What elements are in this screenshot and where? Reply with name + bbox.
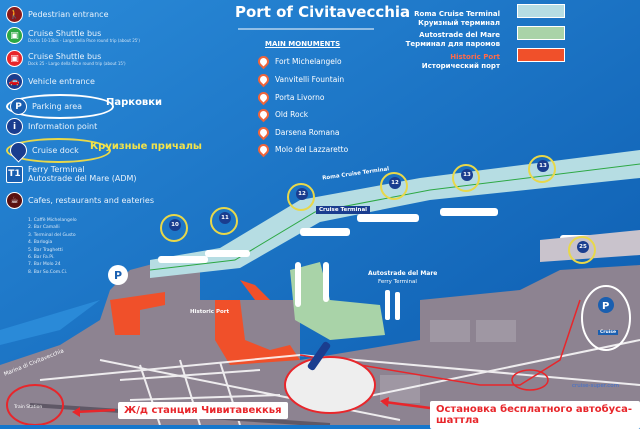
cruise-dock-note: Круизные причалы — [90, 141, 202, 152]
cruise-dock-11[interactable]: 11 — [210, 207, 238, 235]
parking-icon: P — [10, 98, 27, 115]
cruise-dock-12[interactable]: 12 — [287, 183, 315, 211]
autostrade-area — [290, 262, 385, 340]
pedestrian-icon: 🚶 — [6, 6, 23, 23]
monuments-heading: MAIN MONUMENTS — [265, 40, 341, 48]
cafe-item: 7. Bar Molo 24 — [28, 262, 61, 268]
historic-port-label: Historic Port — [190, 309, 230, 315]
ferry-terminal-label: Ferry Terminal — [378, 279, 417, 285]
cruise-dock-13b[interactable]: 13 — [528, 155, 556, 183]
train-station-label: Train Station — [14, 405, 43, 410]
monument-item: Fort Michelangelo — [255, 53, 342, 70]
roma-cruise-terminal-pier — [150, 150, 640, 278]
historic-port-area — [110, 280, 300, 365]
shuttle-stop-callout: Остановка бесплатного автобуса-шаттла — [430, 401, 640, 429]
legend-cafes: ☕Cafes, restaurants and eateries — [6, 192, 154, 209]
ferry-terminal-icon: T1 — [6, 165, 23, 183]
autostrade-swatch — [517, 26, 565, 40]
train-station-highlight — [6, 384, 64, 425]
watermark: cruise-super.com — [572, 383, 620, 389]
pin-icon — [255, 124, 272, 141]
monument-item: Vanvitelli Fountain — [255, 71, 344, 88]
cafe-item: 5. Bar Traghetti — [28, 247, 63, 253]
cafe-item: 8. Bar So.Com.Ci. — [28, 269, 68, 275]
pin-icon — [255, 141, 272, 158]
cafe-item: 6. Bar Fa.Pi. — [28, 255, 55, 261]
shuttle-stop-highlight — [284, 356, 376, 414]
cruise-terminal-swatch — [517, 4, 565, 18]
historic-port-swatch — [517, 48, 565, 62]
legend-pedestrian: 🚶Pedestrian entrance — [6, 6, 109, 23]
monument-item: Darsena Romana — [255, 124, 339, 141]
cafe-item: 2. Bar Camalli — [28, 225, 60, 231]
info-icon: i — [6, 118, 23, 135]
pin-icon — [255, 106, 272, 123]
cafe-item: 3. Terminal del Gusto — [28, 232, 76, 238]
svg-text:P: P — [602, 301, 609, 312]
cruise-dock-25[interactable]: 25 — [568, 236, 596, 264]
legend-vehicle: 🚗Vehicle entrance — [6, 73, 95, 90]
legend-cruise-dock: Cruise dock — [6, 138, 111, 163]
monument-item: Porta Livorno — [255, 89, 324, 106]
car-icon: 🚗 — [6, 73, 23, 90]
monument-item: Molo del Lazzaretto — [255, 141, 348, 158]
pin-icon — [255, 89, 272, 106]
parking-icon — [108, 265, 128, 285]
cafe-item: 4. Barlogia — [28, 240, 53, 246]
svg-text:P: P — [114, 269, 122, 282]
cruise-parking-label: Cruise — [598, 330, 618, 335]
cafe-icon: ☕ — [6, 192, 23, 209]
parking-note: Парковки — [106, 97, 163, 108]
pin-icon — [255, 71, 272, 88]
cruise-dock-10[interactable]: 10 — [160, 214, 188, 242]
train-station-callout: Ж/д станция Чивитавеккья — [118, 402, 288, 419]
bus-icon: ▣ — [6, 27, 23, 44]
cruise-dock-12b[interactable]: 12 — [380, 172, 408, 200]
page-title: Port of Civitavecchia — [235, 3, 411, 21]
cruise-dock-13[interactable]: 13 — [452, 164, 480, 192]
bus-icon: ▣ — [6, 50, 23, 67]
cafe-item: 1. Caffè Michelangelo — [28, 218, 77, 223]
pin-icon — [255, 53, 272, 70]
autostrade-label: Autostrade del Mare — [368, 270, 438, 277]
cruise-terminal-label: Cruise Terminal — [316, 206, 371, 214]
monument-item: Old Rock — [255, 106, 308, 123]
